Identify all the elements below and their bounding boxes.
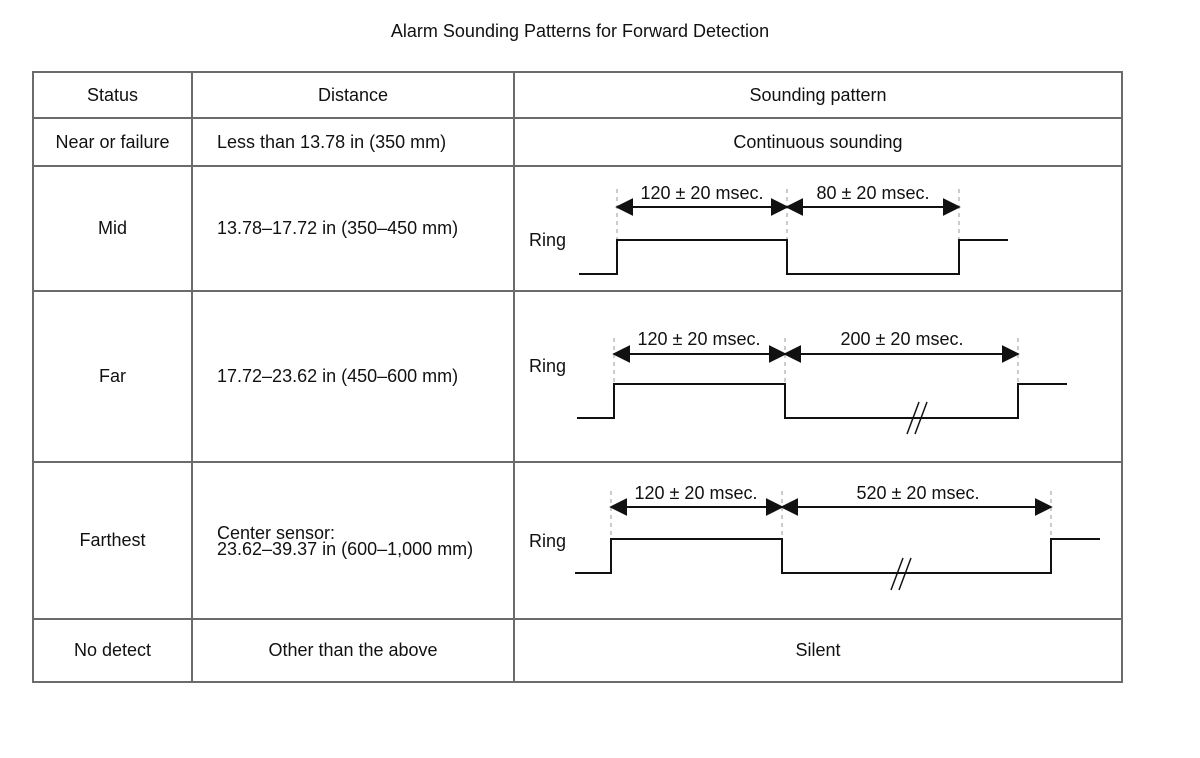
header-status: Status [32,71,193,119]
distance-range: 23.62–39.37 in (600–1,000 mm) [217,538,474,559]
status-cell: Far [32,290,193,463]
on-duration-label: 120 ± 20 msec. [641,183,764,203]
time-break-mark [906,401,920,435]
pattern-cell: Ring 120 ± 20 msec. 80 ± 20 msec. [513,165,1123,292]
farthest-waveform-diagram: Ring 120 ± 20 msec. 520 ± 20 msec. [529,483,1100,591]
table-row-farthest: Farthest Center sensor: 23.62–39.37 in (… [32,461,1123,620]
pattern-cell: Ring 120 ± 20 msec. 200 ± 20 msec. [513,290,1123,463]
ring-label: Ring [529,531,566,551]
alarm-pattern-table: Status Distance Sounding pattern Near or… [32,71,1123,683]
distance-cell: 13.78–17.72 in (350–450 mm) [191,165,515,292]
header-pattern: Sounding pattern [513,71,1123,119]
ring-label: Ring [529,356,566,376]
header-distance: Distance [191,71,515,119]
on-duration-label: 120 ± 20 msec. [635,483,758,503]
pattern-cell: Ring 120 ± 20 msec. 520 ± 20 msec. [513,461,1123,620]
table-row-far: Far 17.72–23.62 in (450–600 mm) Ring 120… [32,290,1123,463]
table-row-near: Near or failure Less than 13.78 in (350 … [32,117,1123,167]
status-cell: Near or failure [32,117,193,167]
ring-label: Ring [529,230,566,250]
ring-waveform [577,383,1067,419]
time-break-mark [890,557,904,591]
off-duration-label: 520 ± 20 msec. [857,483,980,503]
table-row-mid: Mid 13.78–17.72 in (350–450 mm) Ring 120… [32,165,1123,292]
table-header-row: Status Distance Sounding pattern [32,71,1123,119]
off-duration-label: 200 ± 20 msec. [841,329,964,349]
pattern-cell: Continuous sounding [513,117,1123,167]
table-row-no-detect: No detect Other than the above Silent [32,618,1123,683]
distance-cell: 17.72–23.62 in (450–600 mm) [191,290,515,463]
pattern-cell: Silent [513,618,1123,683]
distance-sensor-label: Center sensor: [217,522,336,543]
time-break-mark [914,401,928,435]
ring-waveform [579,239,1008,275]
distance-cell: Less than 13.78 in (350 mm) [191,117,515,167]
distance-cell: Other than the above [191,618,515,683]
ring-waveform [575,538,1100,574]
status-cell: No detect [32,618,193,683]
far-waveform-diagram: Ring 120 ± 20 msec. 200 ± 20 msec. [529,329,1067,435]
distance-cell: Center sensor: 23.62–39.37 in (600–1,000… [191,461,515,620]
off-duration-label: 80 ± 20 msec. [817,183,930,203]
status-cell: Farthest [32,461,193,620]
status-cell: Mid [32,165,193,292]
on-duration-label: 120 ± 20 msec. [638,329,761,349]
page-title: Alarm Sounding Patterns for Forward Dete… [390,21,770,41]
time-break-mark [898,557,912,591]
mid-waveform-diagram: Ring 120 ± 20 msec. 80 ± 20 msec. [529,183,1008,275]
